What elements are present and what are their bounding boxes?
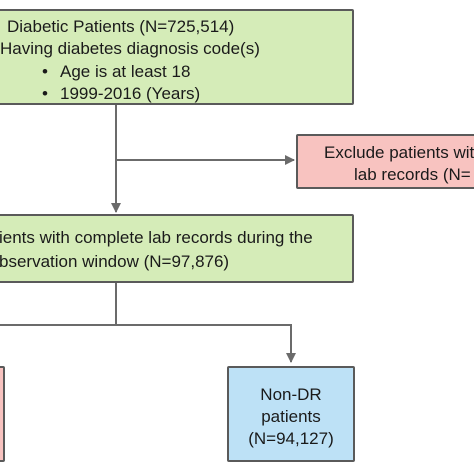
bullet-years-text: 1999-2016 (Years) (60, 84, 201, 103)
diabetic-patients-box: Diabetic Patients (N=725,514) Having dia… (0, 9, 354, 105)
dr-patients-box-partial (0, 366, 5, 462)
connector-to-non-dr (116, 324, 296, 363)
bullet-dot: • (42, 62, 48, 81)
diagnosis-criterion: Having diabetes diagnosis code(s) (0, 39, 260, 58)
exclude-line-2: lab records (N= (354, 165, 471, 184)
exclude-line-1: Exclude patients wit (324, 143, 474, 162)
complete-lab-records-box: ients with complete lab records during t… (0, 214, 354, 283)
bullet-dot: • (42, 84, 48, 103)
bullet-years: • 1999-2016 (Years) (42, 83, 201, 103)
bullet-age: • Age is at least 18 (42, 61, 190, 82)
complete-line-1: ients with complete lab records during t… (0, 228, 313, 247)
complete-line-2: bservation window (N=97,876) (0, 252, 230, 271)
non-dr-line-1: Non-DR (260, 385, 322, 404)
non-dr-line-2: patients (261, 407, 321, 426)
diabetic-patients-title: Diabetic Patients (N=725,514) (7, 17, 235, 36)
exclude-patients-box: Exclude patients wit lab records (N= (296, 134, 474, 189)
non-dr-count: (N=94,127) (248, 429, 334, 448)
non-dr-patients-box: Non-DR patients (N=94,127) (227, 366, 355, 462)
bullet-age-text: Age is at least 18 (60, 62, 191, 81)
